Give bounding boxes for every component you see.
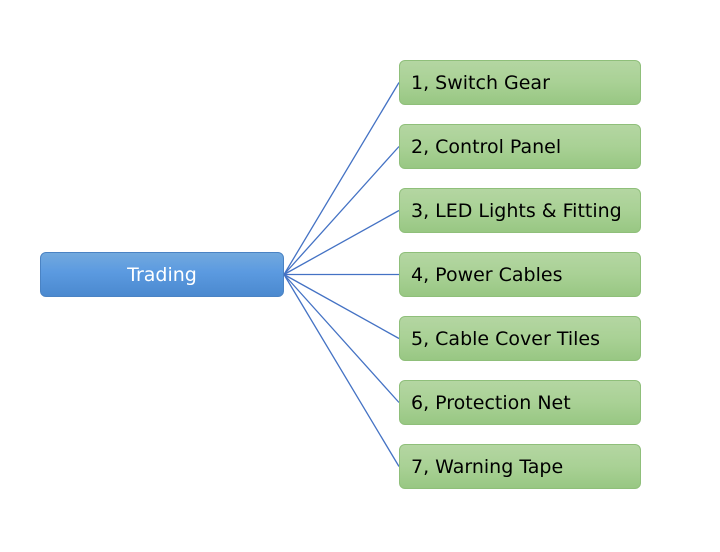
leaf-node-6: 6, Protection Net bbox=[399, 380, 641, 425]
leaf-node-label: 3, LED Lights & Fitting bbox=[411, 199, 622, 222]
root-node-label: Trading bbox=[127, 263, 197, 286]
leaf-node-2: 2, Control Panel bbox=[399, 124, 641, 169]
connector-line-1 bbox=[283, 82, 400, 275]
leaf-node-label: 4, Power Cables bbox=[411, 263, 563, 286]
leaf-node-label: 6, Protection Net bbox=[411, 391, 571, 414]
leaf-node-5: 5, Cable Cover Tiles bbox=[399, 316, 641, 361]
connector-line-5 bbox=[283, 273, 400, 340]
leaf-node-1: 1, Switch Gear bbox=[399, 60, 641, 105]
root-node-trading: Trading bbox=[40, 252, 284, 297]
connector-line-6 bbox=[283, 274, 400, 403]
leaf-node-label: 2, Control Panel bbox=[411, 135, 562, 158]
leaf-node-4: 4, Power Cables bbox=[399, 252, 641, 297]
leaf-node-7: 7, Warning Tape bbox=[399, 444, 641, 489]
leaf-node-label: 1, Switch Gear bbox=[411, 71, 550, 94]
leaf-node-label: 5, Cable Cover Tiles bbox=[411, 327, 600, 350]
leaf-node-3: 3, LED Lights & Fitting bbox=[399, 188, 641, 233]
connector-line-2 bbox=[283, 146, 400, 275]
leaf-node-label: 7, Warning Tape bbox=[411, 455, 564, 478]
connector-line-7 bbox=[283, 274, 400, 467]
connector-line-3 bbox=[283, 209, 400, 276]
